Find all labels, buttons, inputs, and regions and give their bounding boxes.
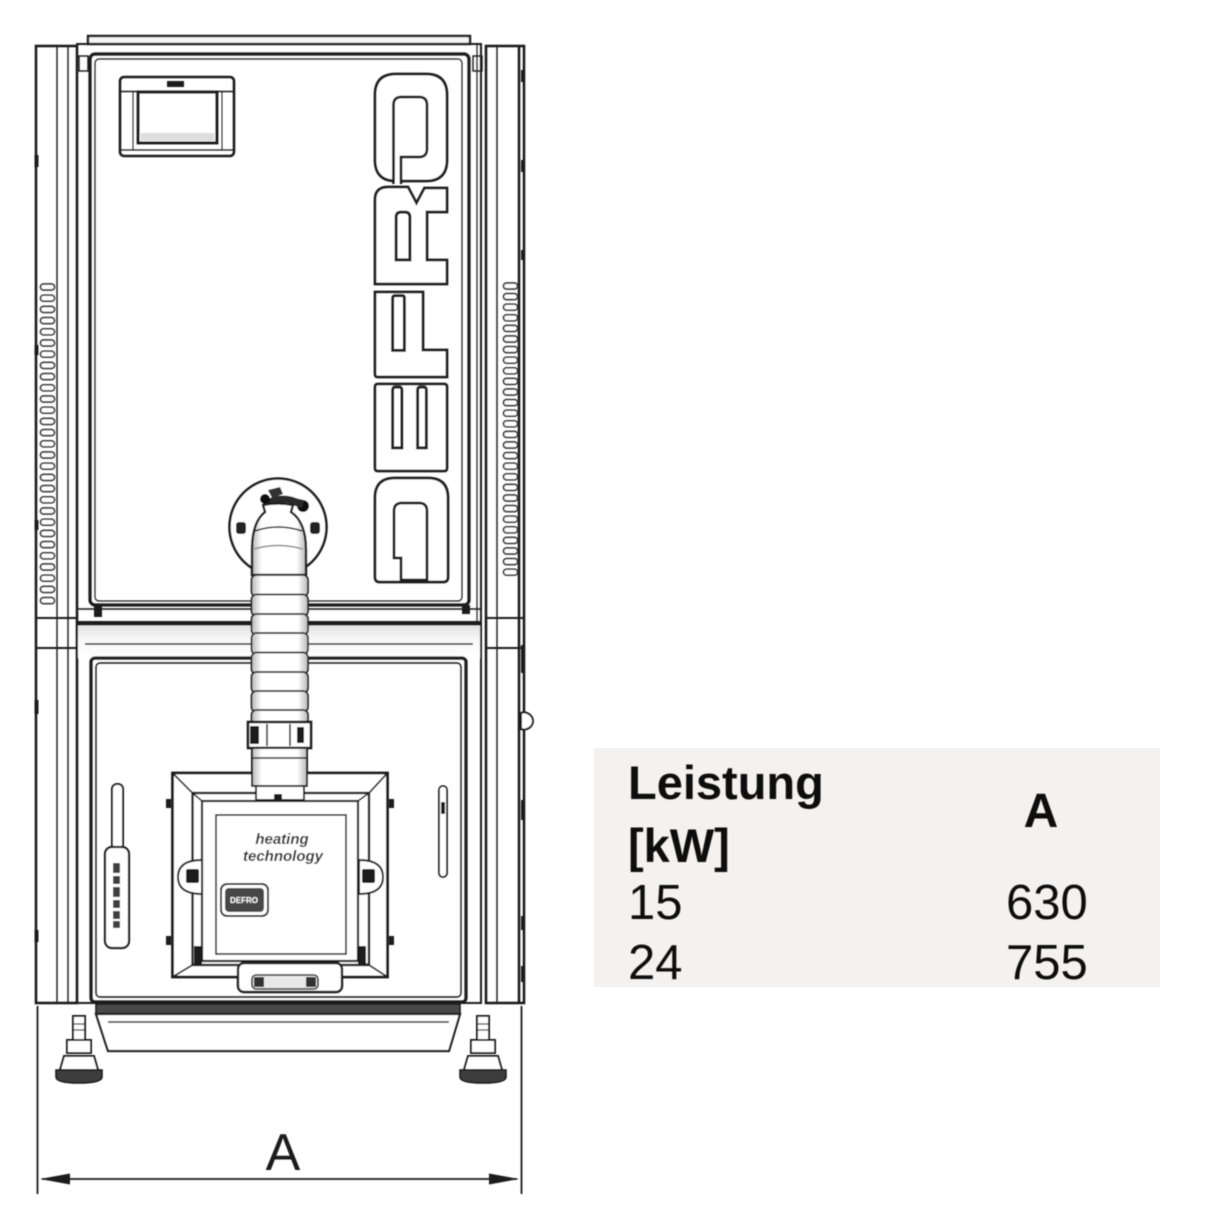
svg-text:630: 630 bbox=[1006, 876, 1088, 930]
svg-text:[kW]: [kW] bbox=[628, 819, 730, 872]
svg-text:heating: heating bbox=[255, 831, 308, 848]
svg-text:A: A bbox=[1024, 785, 1059, 838]
svg-text:technology: technology bbox=[243, 848, 324, 865]
svg-text:755: 755 bbox=[1006, 936, 1088, 990]
svg-text:DEFRO: DEFRO bbox=[230, 896, 258, 905]
svg-text:A: A bbox=[266, 1124, 301, 1182]
svg-text:15: 15 bbox=[628, 876, 683, 930]
svg-text:24: 24 bbox=[628, 936, 683, 990]
svg-text:Leistung: Leistung bbox=[628, 756, 824, 809]
